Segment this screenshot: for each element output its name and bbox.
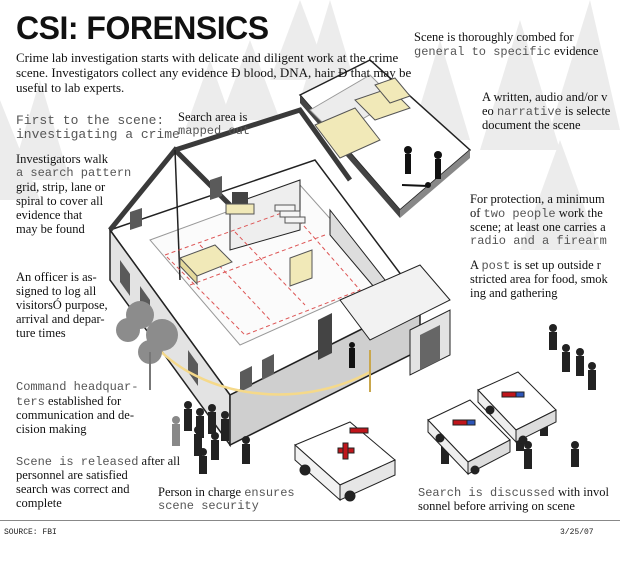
ambulance <box>294 421 396 502</box>
discussed-label-line2: sonnel before arriving on scene <box>418 499 575 513</box>
walk-label-line1: Investigators walk <box>16 152 108 166</box>
written-label-line2: eo narrative is selecte <box>482 104 611 119</box>
source-credit: SOURCE: FBI <box>4 528 57 537</box>
person-figure <box>184 401 192 431</box>
walk-label-line6: may be found <box>16 222 85 236</box>
protect-label-line3: scene; at least one carries a <box>470 220 606 234</box>
scene-people-and-vehicles <box>172 324 596 502</box>
officer-label-line4: arrival and depar- <box>16 312 105 326</box>
officer-label-line1: An officer is as- <box>16 270 97 284</box>
officer-label-line2: signed to log all <box>16 284 97 298</box>
combed-label-line2: general to specific evidence <box>414 44 599 59</box>
officer-label-line5: ture times <box>16 326 66 340</box>
protect-label-line1: For protection, a minimum <box>470 192 605 206</box>
command-label-line4: cision making <box>16 422 87 436</box>
publish-date: 3/25/07 <box>560 528 594 537</box>
protect-label-line2: of two people work the <box>470 206 603 221</box>
walk-label-line4: spiral to cover all <box>16 194 104 208</box>
post-label-line3: ing and gathering <box>470 286 558 300</box>
combed-label-line1: Scene is thoroughly combed for <box>414 30 574 44</box>
post-label-line2: stricted area for food, smok <box>470 272 608 286</box>
background-trees <box>0 0 620 250</box>
charge-label-line2: scene security <box>158 499 259 513</box>
post-label-line1: A post is set up outside r <box>470 258 601 273</box>
intro-text: Crime lab investigation starts with deli… <box>16 50 412 95</box>
written-label-line1: A written, audio and/or v <box>482 90 608 104</box>
walk-label-line2: a search pattern <box>16 166 132 180</box>
page-title: CSI: FORENSICS <box>16 10 269 46</box>
released-label-line2: personnel are satisfied <box>16 468 128 482</box>
walk-label-line5: evidence that <box>16 208 83 222</box>
released-label-line1: Scene is released after all <box>16 454 181 469</box>
search-area-label-line2: mapped out <box>178 124 251 138</box>
command-label-line1: Command headquar- <box>16 380 139 394</box>
charge-label-line1: Person in charge ensures <box>158 485 295 500</box>
first-scene-label-line2: investigating a crime <box>16 127 180 142</box>
officer-label-line3: visitorsÓ purpose, <box>16 298 108 312</box>
police-car <box>427 399 511 476</box>
search-area-label-line1: Search area is <box>178 110 248 124</box>
crime-scene-house <box>108 59 472 448</box>
walk-label-line3: grid, strip, lane or <box>16 180 106 194</box>
first-scene-label-line1: First to the scene: <box>16 113 165 128</box>
released-label-line3: search was correct and <box>16 482 130 496</box>
protect-label-line4: radio and a firearm <box>470 234 607 248</box>
written-label-line3: document the scene <box>482 118 581 132</box>
discussed-label-line1: Search is discussed with invol <box>418 485 609 500</box>
command-label-line3: communication and de- <box>16 408 135 422</box>
released-label-line4: complete <box>16 496 62 510</box>
footer-divider <box>0 520 620 521</box>
police-car <box>477 371 557 445</box>
command-label-line2: ters established for <box>16 394 122 409</box>
